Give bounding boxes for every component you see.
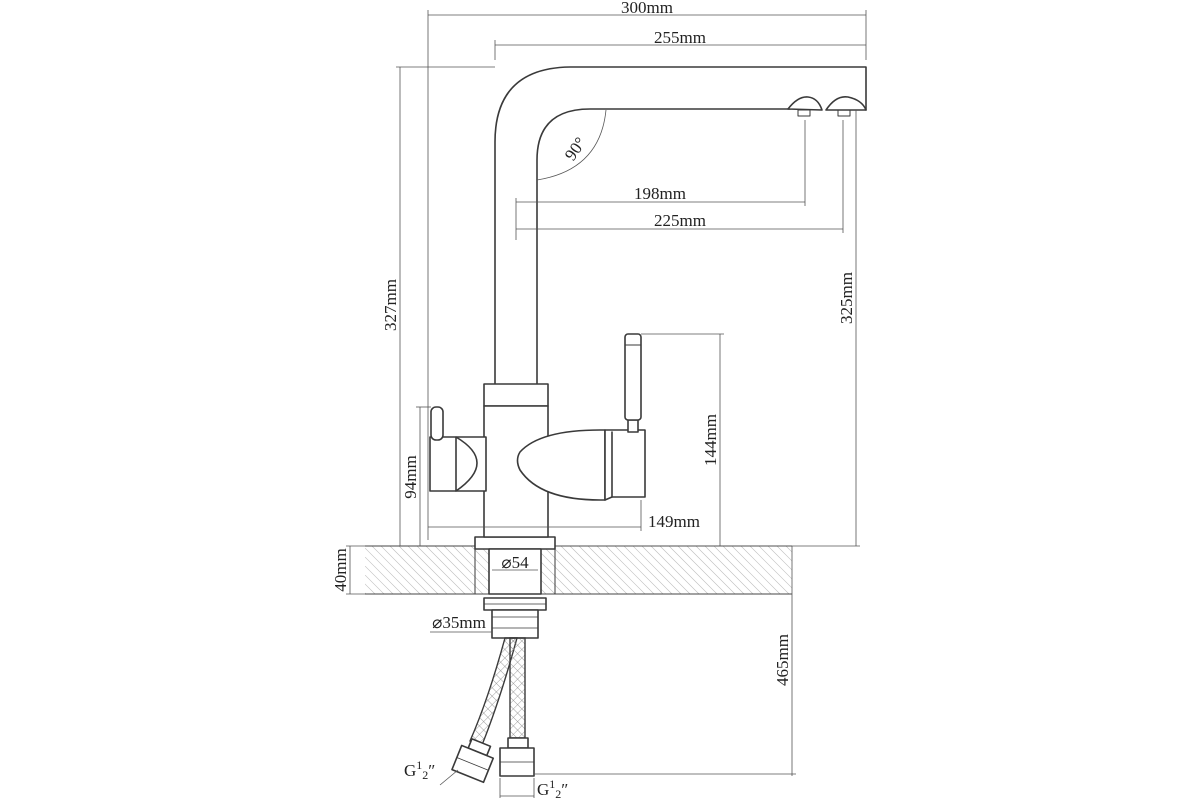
label-total-width: 300mm: [621, 0, 673, 17]
hatch-line: [695, 546, 745, 594]
countertop-hatching: [365, 546, 906, 594]
hatch-line: [365, 565, 394, 594]
hatch-line: [425, 546, 475, 594]
hatch-line: [677, 546, 727, 594]
hatch-line: [713, 546, 763, 594]
hatch-line: [804, 546, 852, 594]
hatch-line: [542, 546, 592, 594]
label-countertop-thickness: 40mm: [331, 548, 350, 591]
label-outlet-height: 325mm: [837, 272, 856, 324]
hatch-line: [632, 546, 682, 594]
hose-right: [509, 637, 526, 739]
dimension-lines: [346, 10, 867, 798]
hatch-line: [641, 546, 691, 594]
spout-outer: [494, 66, 867, 385]
shank: [491, 609, 539, 639]
label-side-handle-height: 94mm: [401, 455, 420, 498]
hatch-line: [569, 546, 619, 594]
hatch-line: [849, 546, 897, 594]
hatch-line: [668, 546, 718, 594]
hatch-line: [704, 546, 754, 594]
hatch-line: [813, 546, 861, 594]
label-shank-diameter: ⌀35mm: [432, 613, 486, 632]
label-hose-length: 465mm: [773, 634, 792, 686]
label-base-diameter: ⌀54: [501, 553, 529, 572]
hatch-line: [365, 574, 385, 594]
hatch-line: [623, 546, 673, 594]
supply-hoses: [451, 637, 535, 784]
right-lever-handle: [624, 333, 642, 421]
hatch-line: [822, 546, 870, 594]
right-lever-collar: [604, 429, 646, 501]
hatch-line: [551, 546, 601, 594]
connector-right: [499, 737, 535, 777]
countertop: [365, 545, 906, 595]
body-main: [483, 405, 549, 538]
hatch-line: [365, 547, 412, 594]
hatch-line: [831, 546, 879, 594]
hatch-line: [776, 546, 792, 562]
outlet-2: [825, 95, 867, 111]
hatch-line: [740, 546, 790, 594]
label-total-height: 327mm: [381, 279, 400, 331]
base-shank-inner: [488, 548, 542, 595]
hatch-line: [533, 546, 583, 594]
base-flange: [474, 536, 556, 550]
hatch-line: [785, 546, 792, 553]
hatch-line: [858, 546, 906, 594]
hatch-line: [795, 546, 843, 594]
hatch-line: [596, 546, 646, 594]
hatch-line: [407, 546, 457, 594]
shank-assembly: [483, 597, 547, 639]
hatch-line: [659, 546, 709, 594]
hatch-line: [767, 546, 792, 571]
hatch-line: [840, 546, 888, 594]
label-spout-reach: 255mm: [654, 28, 706, 47]
hatch-line: [578, 546, 628, 594]
hatch-line: [605, 546, 655, 594]
hatch-line: [722, 546, 772, 594]
label-lever-height: 144mm: [701, 414, 720, 466]
hatch-line: [365, 556, 403, 594]
hatch-line: [614, 546, 664, 594]
hatch-line: [371, 546, 421, 594]
hatch-line: [365, 583, 376, 594]
left-handle-knob: [430, 406, 444, 441]
hatch-line: [416, 546, 466, 594]
hatch-line: [380, 546, 430, 594]
hatch-line: [443, 546, 493, 594]
label-connector-left: G12″: [404, 758, 435, 782]
label-body-width: 149mm: [648, 512, 700, 531]
label-connector-right: G12″: [537, 777, 568, 800]
dimension-labels: 300mm 255mm 90° 198mm 225mm 327mm 325mm …: [331, 0, 856, 800]
right-lever-housing: [516, 429, 606, 501]
label-outlet-2-reach: 225mm: [654, 211, 706, 230]
hatch-line: [758, 546, 792, 580]
spout-inner: [536, 108, 791, 385]
body-top-collar: [483, 383, 549, 407]
label-spout-angle: 90°: [561, 134, 590, 164]
hatch-line: [434, 546, 484, 594]
outlet-1: [787, 96, 823, 111]
right-lever-stem: [627, 419, 639, 433]
connector-left: [451, 738, 495, 784]
hatch-line: [389, 546, 439, 594]
hatch-line: [560, 546, 610, 594]
hatch-line: [731, 546, 781, 594]
hatch-line: [398, 546, 448, 594]
faucet: [429, 66, 867, 538]
hatch-line: [587, 546, 637, 594]
hatch-line: [749, 546, 792, 589]
label-outlet-1-reach: 198mm: [634, 184, 686, 203]
hatch-line: [650, 546, 700, 594]
hatch-line: [686, 546, 736, 594]
